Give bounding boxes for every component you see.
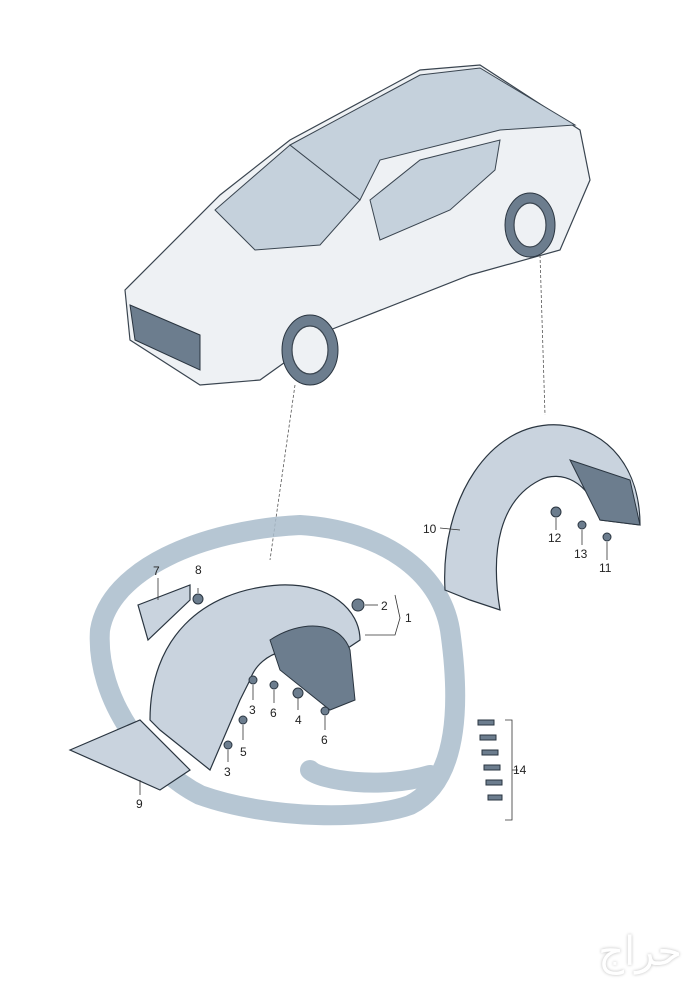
callout-5: 5 xyxy=(240,745,247,759)
callout-1: 1 xyxy=(405,611,412,625)
front-wheelhouse-liner xyxy=(68,584,361,791)
callout-10: 10 xyxy=(423,522,437,536)
callout-labels: 1 2 3 3 4 5 6 6 7 8 9 10 11 12 13 14 xyxy=(136,522,612,811)
callout-3a: 3 xyxy=(249,703,256,717)
callout-9: 9 xyxy=(136,797,143,811)
leader-lines xyxy=(139,518,608,821)
callout-4: 4 xyxy=(295,713,302,727)
watermark-logo: حراج xyxy=(598,929,682,975)
callout-13: 13 xyxy=(574,547,588,561)
callout-14: 14 xyxy=(513,763,527,777)
callout-8: 8 xyxy=(195,563,202,577)
callout-12: 12 xyxy=(548,531,562,545)
callout-2: 2 xyxy=(381,599,388,613)
callout-7: 7 xyxy=(153,564,160,578)
callout-6a: 6 xyxy=(270,706,277,720)
fasteners xyxy=(192,506,612,801)
rear-wheelhouse-liner xyxy=(444,424,641,611)
hand-drawn-highlight-circle xyxy=(89,515,466,826)
car-illustration xyxy=(124,64,591,561)
callout-3b: 3 xyxy=(224,765,231,779)
callout-6b: 6 xyxy=(321,733,328,747)
callout-11: 11 xyxy=(599,561,612,575)
